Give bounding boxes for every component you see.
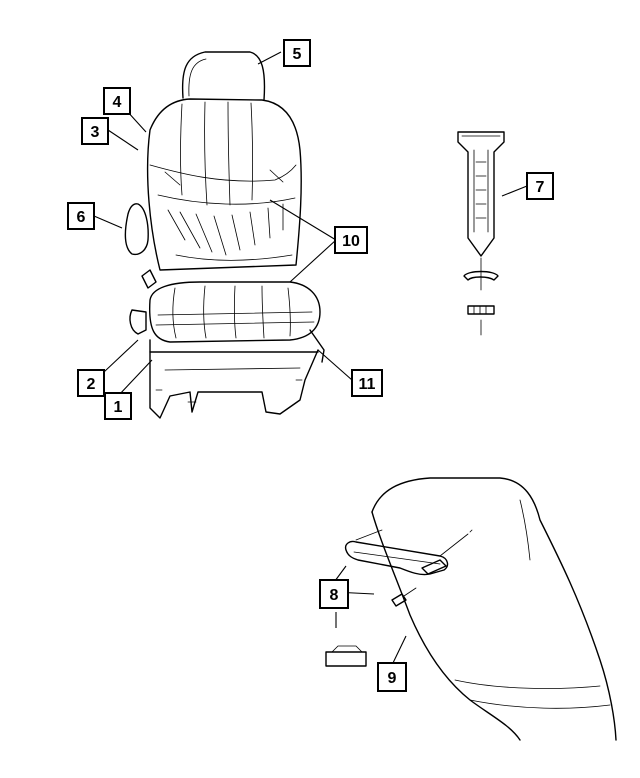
svg-text:1: 1	[114, 399, 123, 416]
svg-text:6: 6	[77, 209, 86, 226]
part-7-drawing	[457, 131, 505, 336]
svg-text:3: 3	[91, 124, 100, 141]
svg-text:7: 7	[536, 179, 545, 196]
svg-text:11: 11	[359, 376, 376, 393]
callout-5: 5	[283, 39, 311, 67]
callout-10: 10	[334, 226, 368, 254]
callout-1: 1	[104, 392, 132, 420]
svg-text:4: 4	[113, 94, 122, 111]
leader-lines	[89, 51, 528, 666]
callout-4: 4	[103, 87, 131, 115]
svg-text:9: 9	[388, 670, 397, 687]
svg-text:8: 8	[330, 587, 339, 604]
seat-assembly-drawing	[124, 51, 325, 419]
callout-6: 6	[67, 202, 95, 230]
handle-assembly-drawing	[325, 477, 617, 741]
svg-text:2: 2	[87, 376, 96, 393]
callout-9: 9	[377, 662, 407, 692]
callout-2: 2	[77, 369, 105, 397]
callout-8: 8	[319, 579, 349, 609]
callout-3: 3	[81, 117, 109, 145]
callout-11: 11	[351, 369, 383, 397]
svg-text:10: 10	[342, 233, 360, 250]
callout-7: 7	[526, 172, 554, 200]
svg-text:5: 5	[293, 46, 302, 63]
